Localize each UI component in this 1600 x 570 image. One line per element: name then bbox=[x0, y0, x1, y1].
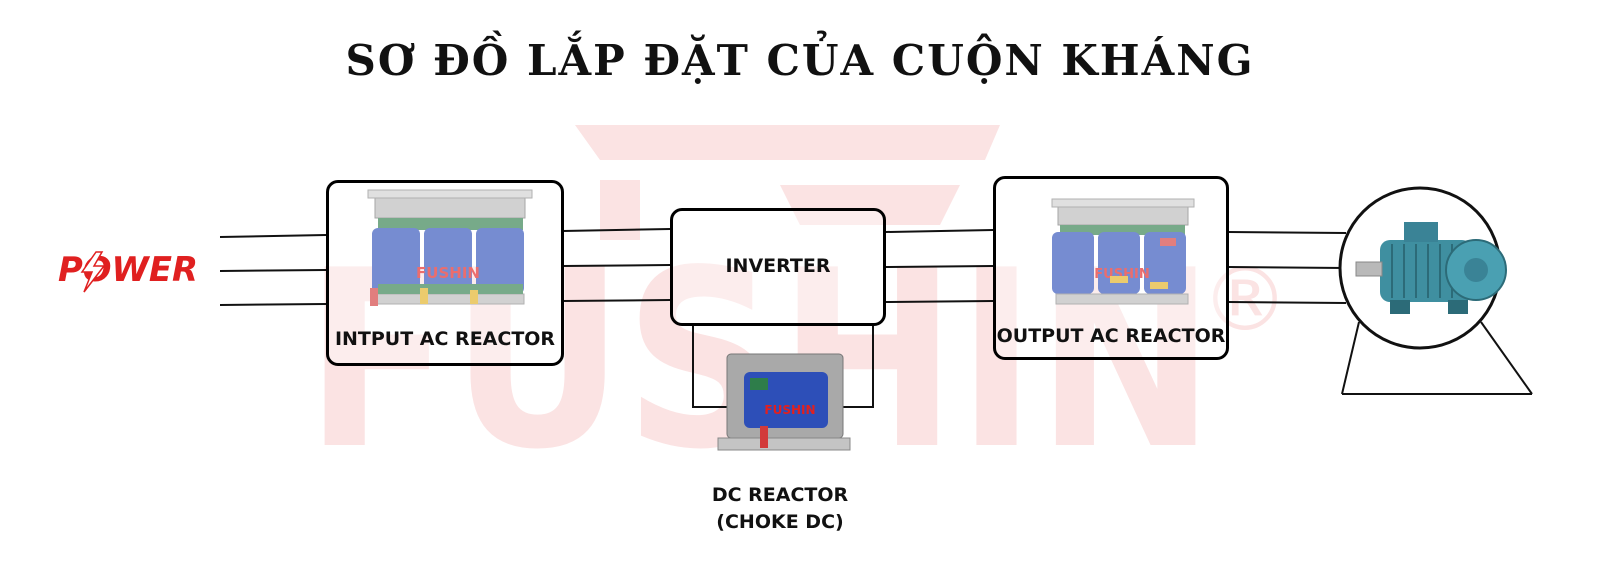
dc-reactor-image: FUSHIN bbox=[717, 353, 851, 451]
page-title: SƠ ĐỒ LẮP ĐẶT CỦA CUỘN KHÁNG bbox=[345, 36, 1255, 85]
wires-input-to-inverter bbox=[562, 228, 671, 302]
wires-inverter-to-dc-reactor bbox=[692, 325, 874, 408]
wires-output-to-motor bbox=[1227, 231, 1347, 304]
dc-reactor-label-line2: (CHOKE DC) bbox=[716, 511, 844, 533]
dc-reactor-label: DC REACTOR (CHOKE DC) bbox=[640, 482, 920, 536]
dc-reactor-brand: FUSHIN bbox=[764, 403, 815, 417]
inverter-label: INVERTER bbox=[725, 255, 831, 277]
output-ac-reactor-label: OUTPUT AC REACTOR bbox=[996, 325, 1226, 347]
electric-motor-icon bbox=[1355, 222, 1507, 314]
input-reactor-brand: FUSHIN bbox=[416, 264, 480, 282]
motor bbox=[1338, 186, 1533, 395]
input-ac-reactor-box: INTPUT AC REACTOR bbox=[326, 180, 564, 366]
input-ac-reactor-label: INTPUT AC REACTOR bbox=[334, 328, 556, 350]
input-reactor-image: FUSHIN bbox=[367, 189, 533, 306]
output-reactor-image: FUSHIN bbox=[1051, 198, 1195, 305]
output-ac-reactor-box: OUTPUT AC REACTOR bbox=[993, 176, 1229, 360]
watermark-registered-mark: ® bbox=[1201, 248, 1289, 351]
inverter-box: INVERTER bbox=[670, 208, 886, 326]
dc-reactor-label-line1: DC REACTOR bbox=[711, 484, 849, 506]
lightning-bolt-icon bbox=[80, 251, 106, 293]
wires-power-to-input bbox=[219, 234, 327, 306]
power-logo: POWER bbox=[58, 250, 198, 293]
power-logo-text: POWER bbox=[58, 250, 198, 290]
output-reactor-brand: FUSHIN bbox=[1094, 267, 1149, 282]
wires-inverter-to-output bbox=[885, 229, 994, 303]
